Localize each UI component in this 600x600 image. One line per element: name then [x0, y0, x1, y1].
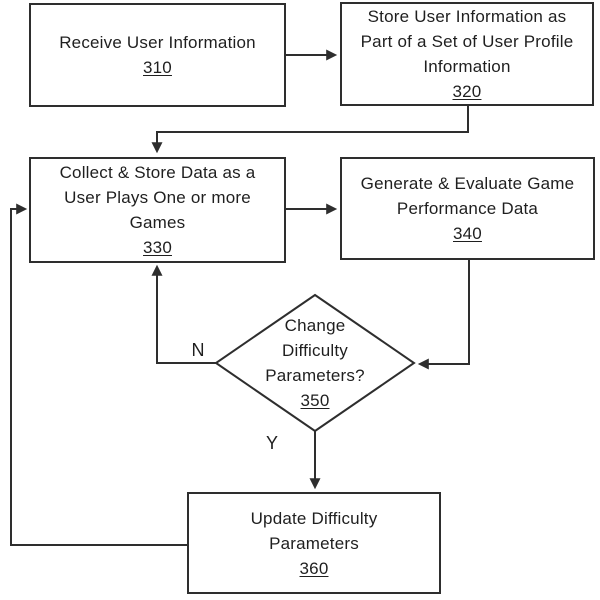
node-text-line: Receive User Information [59, 33, 256, 52]
node-number: 350 [300, 391, 330, 410]
node-text-line: Information [423, 57, 511, 76]
node-text-line: Games [129, 213, 186, 232]
node-number: 310 [143, 58, 172, 77]
decision-diamond-shape [214, 293, 416, 433]
node-text-line: User Plays One or more [64, 188, 251, 207]
node-text-line: Parameters? [265, 366, 365, 385]
node-text-line: Collect & Store Data as a [59, 163, 256, 182]
node-text-line: Generate & Evaluate Game [360, 174, 575, 193]
node-text-line: Parameters [269, 533, 359, 553]
connector-350-330-no [151, 264, 216, 364]
node-text-line: Difficulty [282, 341, 348, 360]
node-number: 360 [299, 558, 329, 578]
flow-node-320: Store User Information as Part of a Set … [340, 2, 594, 106]
node-number: 320 [452, 82, 482, 101]
node-text-line: Part of a Set of User Profile [360, 32, 574, 51]
flow-node-310: Receive User Information 310 [29, 3, 286, 107]
edge-label-yes: Y [265, 433, 278, 453]
flow-node-340: Generate & Evaluate Game Performance Dat… [340, 157, 595, 260]
connector-320-330 [151, 106, 469, 154]
node-text-line: Performance Data [396, 199, 539, 218]
flow-node-330: Collect & Store Data as a User Plays One… [29, 157, 286, 263]
connector-340-350 [417, 260, 470, 370]
node-number: 340 [453, 224, 482, 243]
flow-node-350: Change Difficulty Parameters? 350 [235, 313, 395, 413]
connector-360-330 [10, 203, 187, 546]
edge-label-no: N [191, 340, 205, 360]
node-text-line: Change [284, 316, 346, 335]
node-text-line: Update Difficulty [250, 508, 378, 528]
flow-node-360: Update Difficulty Parameters 360 [187, 492, 441, 594]
node-number: 330 [143, 238, 172, 257]
node-text-line: Store User Information as [367, 7, 567, 26]
